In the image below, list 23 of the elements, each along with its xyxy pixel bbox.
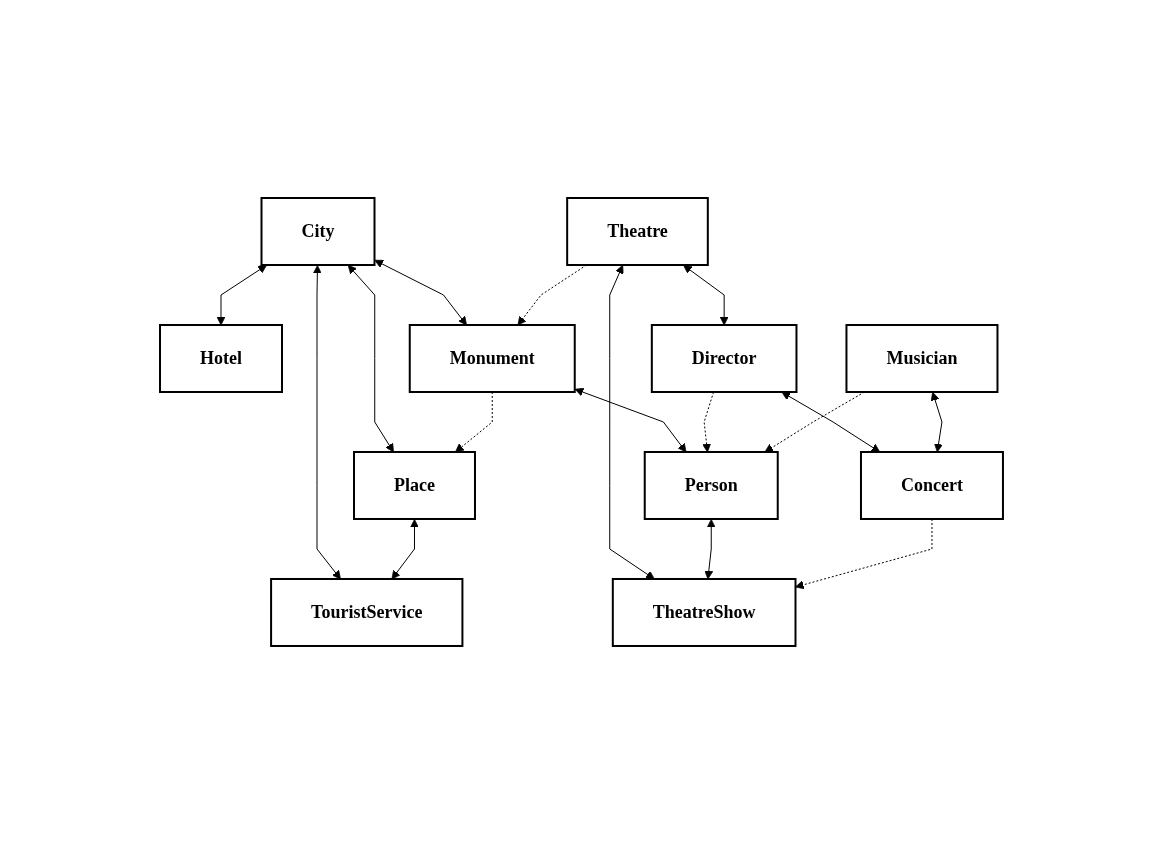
- arrow: [574, 387, 686, 453]
- node-box: TouristService: [269, 578, 463, 647]
- node-box: City: [260, 197, 375, 266]
- arrow: [781, 391, 880, 453]
- node-box: Monument: [408, 324, 576, 393]
- arrow: [454, 391, 493, 453]
- node-box: Theatre: [565, 197, 709, 266]
- node-box: Place: [352, 451, 476, 520]
- arrow: [682, 264, 729, 326]
- arrow: [347, 264, 394, 453]
- arrow: [703, 519, 716, 580]
- node-box: Concert: [859, 451, 1004, 520]
- arrow: [216, 264, 267, 326]
- node-box: Person: [643, 451, 779, 520]
- node-box: Hotel: [158, 324, 283, 393]
- arrow: [391, 519, 419, 580]
- arrow: [930, 391, 943, 453]
- arrow: [701, 391, 714, 453]
- node-box: Director: [650, 324, 797, 393]
- arrow: [312, 265, 341, 580]
- arrow: [608, 264, 655, 580]
- node-box: Musician: [845, 324, 998, 393]
- node-box: TheatreShow: [611, 578, 796, 647]
